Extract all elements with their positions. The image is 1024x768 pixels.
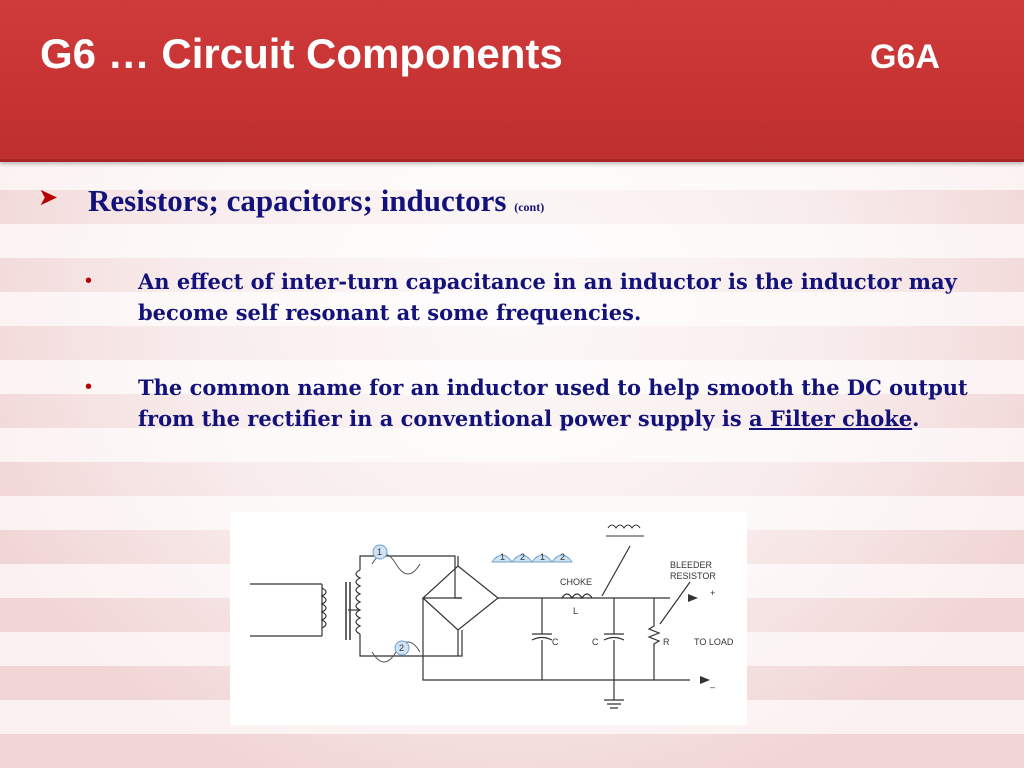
bullet-text-1: An effect of inter-turn capacitance in a… — [138, 269, 957, 325]
label-minus: – — [710, 682, 715, 692]
slide-title: G6 … Circuit Components — [40, 30, 563, 77]
heading-text: Resistors; capacitors; inductors — [88, 183, 507, 218]
wave-label-1b: 1 — [540, 552, 545, 562]
power-supply-diagram: 1 2 1 2 1 2 CHOKE L BLEEDER RESISTOR + –… — [230, 512, 747, 725]
label-bleeder: BLEEDER — [670, 560, 713, 570]
slide-header: G6 … Circuit Components G6A — [0, 0, 1024, 162]
label-resistor: RESISTOR — [670, 571, 716, 581]
bullet2-suffix: . — [912, 406, 920, 431]
label-l: L — [573, 606, 578, 616]
bullet2-answer: a Filter choke — [748, 406, 913, 431]
bullet-text-2: The common name for an inductor used to … — [138, 372, 998, 434]
bullet-dot-icon: • — [85, 270, 93, 292]
label-choke: CHOKE — [560, 577, 592, 587]
heading-note: (cont) — [514, 200, 545, 214]
label-c2: C — [592, 637, 599, 647]
wave-label-2b: 2 — [560, 552, 565, 562]
slide-code: G6A — [870, 38, 940, 76]
label-c1: C — [552, 637, 559, 647]
arrow-bullet-icon: ➤ — [38, 184, 59, 211]
circuit-schematic: 1 2 1 2 1 2 CHOKE L BLEEDER RESISTOR + –… — [250, 524, 734, 709]
label-r: R — [663, 637, 670, 647]
wave-label-1a: 1 — [500, 552, 505, 562]
label-to-load: TO LOAD — [694, 637, 734, 647]
label-1: 1 — [377, 547, 382, 557]
section-heading: Resistors; capacitors; inductors (cont) — [88, 183, 544, 219]
wave-label-2a: 2 — [520, 552, 525, 562]
bullet2-prefix: The common name for an inductor used to … — [138, 375, 968, 431]
bullet-dot-icon: • — [85, 376, 93, 398]
label-plus: + — [710, 588, 715, 598]
label-2: 2 — [399, 643, 404, 653]
